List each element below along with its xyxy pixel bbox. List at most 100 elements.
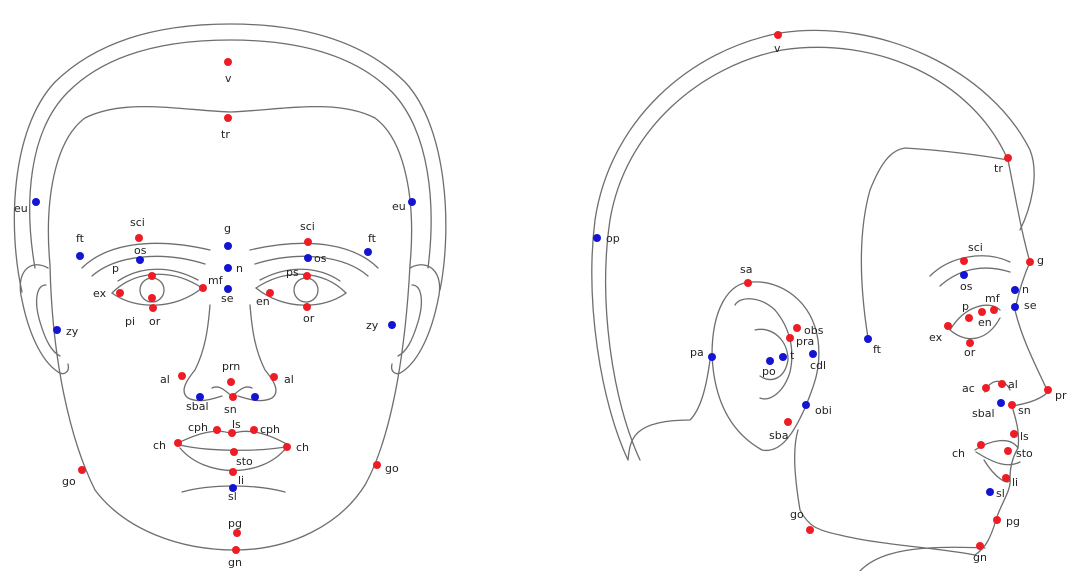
frontal-point-or-right xyxy=(303,303,311,311)
profile-point-sl xyxy=(986,488,994,496)
frontal-label-li: li xyxy=(238,474,244,487)
frontal-right-iris xyxy=(293,277,319,303)
profile-point-t xyxy=(779,353,787,361)
profile-ear-outer xyxy=(711,281,820,451)
profile-point-li xyxy=(1002,474,1010,482)
profile-point-ex xyxy=(944,322,952,330)
frontal-point-zy-left xyxy=(53,326,61,334)
profile-label-sci: sci xyxy=(968,241,983,254)
frontal-label-sl: sl xyxy=(228,490,237,503)
profile-point-se xyxy=(1011,303,1019,311)
profile-label-gn: gn xyxy=(973,551,987,564)
profile-label-ex: ex xyxy=(929,331,943,344)
profile-face-contour xyxy=(974,159,1049,556)
frontal-left-eye-lower-lid xyxy=(111,287,203,306)
frontal-point-go-right xyxy=(373,461,381,469)
frontal-left-ear xyxy=(19,264,70,375)
profile-lip-line xyxy=(975,451,1021,466)
frontal-point-go-left xyxy=(78,466,86,474)
frontal-point-sbal xyxy=(196,393,204,401)
profile-point-sbal xyxy=(997,399,1005,407)
profile-point-g xyxy=(1026,258,1034,266)
frontal-point-eu-left xyxy=(32,198,40,206)
frontal-point-sci-left xyxy=(135,234,143,242)
profile-point-mf xyxy=(990,306,998,314)
frontal-label-gn: gn xyxy=(228,556,242,569)
frontal-label-al-left: al xyxy=(160,373,170,386)
profile-point-al xyxy=(998,380,1006,388)
frontal-point-v xyxy=(224,58,232,66)
frontal-point-al-right xyxy=(270,373,278,381)
frontal-label-eu-left: eu xyxy=(14,202,28,215)
frontal-point-n xyxy=(224,264,232,272)
profile-label-sba: sba xyxy=(769,429,788,442)
profile-label-v: v xyxy=(774,42,781,55)
frontal-point-se xyxy=(224,285,232,293)
profile-label-os: os xyxy=(960,280,973,293)
frontal-right-ear-inner xyxy=(397,284,423,357)
frontal-right-eyebrow-lower xyxy=(254,255,369,277)
profile-label-obs: obs xyxy=(804,324,824,337)
profile-point-obs xyxy=(793,324,801,332)
frontal-label-mf: mf xyxy=(208,274,224,287)
profile-label-sbal: sbal xyxy=(972,407,995,420)
frontal-right-eye-lower-lid xyxy=(255,287,347,306)
profile-neck xyxy=(859,546,986,571)
frontal-point-ch-left xyxy=(174,439,182,447)
profile-hairline xyxy=(860,147,1009,339)
frontal-point-tr xyxy=(224,114,232,122)
frontal-nose-right-side xyxy=(237,304,277,402)
profile-point-sn xyxy=(1008,401,1016,409)
frontal-label-os-right: os xyxy=(314,252,327,265)
frontal-label-go-right: go xyxy=(385,462,399,475)
profile-label-op: op xyxy=(606,232,620,245)
profile-label-al: al xyxy=(1008,378,1018,391)
frontal-head-outer-contour xyxy=(13,23,447,293)
profile-label-go: go xyxy=(790,508,804,521)
profile-point-sa xyxy=(744,279,752,287)
frontal-head-inner-contour xyxy=(29,39,432,269)
frontal-right-ear xyxy=(390,264,441,375)
frontal-point-en-right xyxy=(266,289,274,297)
frontal-label-sn: sn xyxy=(224,403,237,416)
profile-face-drawing xyxy=(591,29,1049,571)
frontal-point-cph-left xyxy=(213,426,221,434)
profile-point-gn xyxy=(976,542,984,550)
frontal-label-en: en xyxy=(256,295,270,308)
frontal-point-ft-left xyxy=(76,252,84,260)
profile-point-cdl xyxy=(809,350,817,358)
profile-point-sba xyxy=(784,418,792,426)
frontal-point-ch-right xyxy=(283,443,291,451)
profile-ear-inner xyxy=(734,298,793,400)
frontal-right-eye-crease xyxy=(259,268,341,282)
profile-label-sl: sl xyxy=(996,487,1005,500)
profile-point-en xyxy=(978,308,986,316)
frontal-label-ps: ps xyxy=(286,266,299,279)
frontal-left-eye-crease xyxy=(117,268,199,282)
frontal-label-sci-left: sci xyxy=(130,216,145,229)
frontal-point-os-right xyxy=(304,254,312,262)
frontal-hairline xyxy=(47,105,413,266)
profile-eye-lower-lid xyxy=(949,317,1001,340)
frontal-point-li xyxy=(229,468,237,476)
profile-label-ls: ls xyxy=(1020,430,1029,443)
frontal-left-ear-inner xyxy=(35,284,61,357)
profile-point-op xyxy=(593,234,601,242)
frontal-point-os-left xyxy=(136,256,144,264)
profile-point-pr xyxy=(1044,386,1052,394)
profile-label-t: t xyxy=(790,349,795,362)
frontal-left-eyebrow xyxy=(81,242,211,269)
profile-point-pra xyxy=(786,334,794,342)
frontal-point-pg xyxy=(233,529,241,537)
frontal-point-pi xyxy=(148,294,156,302)
frontal-label-or-left: or xyxy=(149,315,161,328)
frontal-landmarks: v tr eu eu ft ft sci sci g os os n p ps … xyxy=(14,58,416,569)
profile-label-cdl: cdl xyxy=(810,359,826,372)
profile-hair-back xyxy=(627,359,711,461)
frontal-point-cph-right xyxy=(250,426,258,434)
frontal-point-sci-right xyxy=(304,238,312,246)
profile-landmarks: v tr op sci g os n se mf p en ex or sa o… xyxy=(593,31,1067,564)
profile-label-pa: pa xyxy=(690,346,704,359)
frontal-label-go-left: go xyxy=(62,475,76,488)
profile-label-g: g xyxy=(1037,254,1044,267)
